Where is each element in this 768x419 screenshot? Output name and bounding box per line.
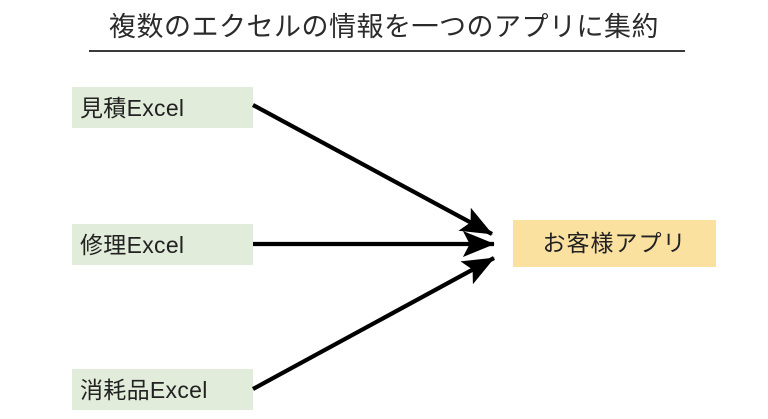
- title-underline: [89, 50, 685, 52]
- page-title: 複数のエクセルの情報を一つのアプリに集約: [109, 12, 659, 42]
- source-box-quote[interactable]: 見積Excel: [72, 87, 253, 128]
- target-box-customer-app-label: お客様アプリ: [542, 230, 687, 256]
- source-box-consumables-label: 消耗品Excel: [80, 376, 208, 403]
- source-box-quote-label: 見積Excel: [80, 94, 185, 121]
- arrow-consumables-to-app: [251, 256, 496, 391]
- target-box-customer-app[interactable]: お客様アプリ: [513, 220, 716, 267]
- source-box-consumables[interactable]: 消耗品Excel: [72, 369, 253, 410]
- source-box-repair[interactable]: 修理Excel: [72, 224, 253, 265]
- source-box-repair-label: 修理Excel: [80, 231, 185, 258]
- arrow-quote-to-app: [252, 103, 493, 236]
